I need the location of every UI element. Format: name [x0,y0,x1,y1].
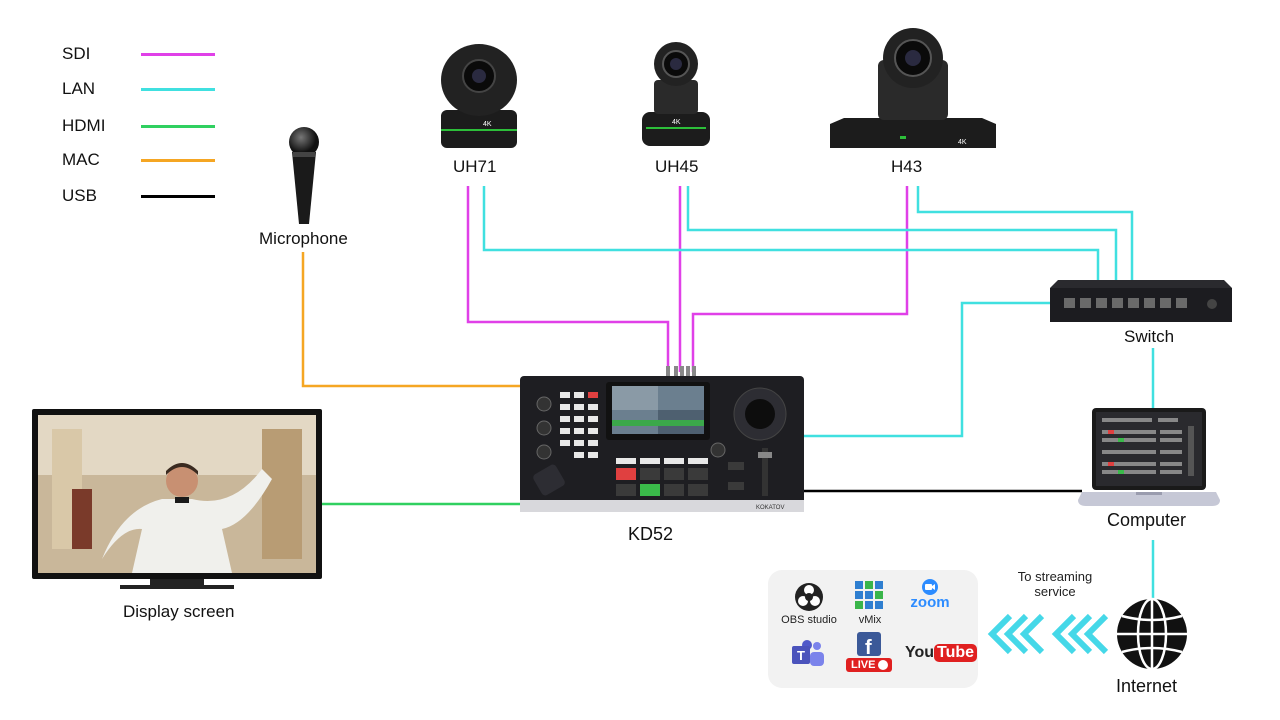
camera-uh45-icon: 4K [642,42,710,146]
streaming-note: To streaming service [1017,569,1093,599]
legend-line-hdmi [141,125,215,128]
legend-label-hdmi: HDMI [62,116,106,135]
legend-label-sdi: SDI [62,44,91,63]
network-switch-icon [1050,280,1232,322]
microphone-label: Microphone [259,229,348,248]
lan-wire-uh71 [482,186,1100,282]
internet-globe-icon [1117,597,1187,671]
svg-text:T: T [797,648,805,663]
camera-uh45-label: UH45 [655,157,699,176]
lan-wire-uh45 [686,186,1118,282]
microphone-icon [289,127,319,224]
camera-h43-label: H43 [891,157,923,176]
display-screen-icon [32,409,322,589]
streaming-arrows-icon [987,613,1109,655]
computer-laptop-icon [1078,408,1220,506]
switch-label: Switch [1124,327,1175,346]
youtube-you-text: You [905,644,935,661]
lan-wire-h43 [916,186,1134,282]
sdi-wire-uh71 [466,186,670,372]
live-play-icon [878,660,888,670]
obs-studio-label: OBS studio [781,614,837,626]
legend-line-usb [141,195,215,198]
legend-line-lan [141,88,215,91]
obs-studio-icon [795,583,823,611]
uh71-4k-badge: 4K [483,121,492,128]
legend-label-mac: MAC [62,150,100,169]
legend-item-sdi: SDI [62,44,90,64]
mac-wire-microphone [301,252,522,388]
lan-wire-kd52 [802,301,1050,438]
computer-label: Computer [1107,510,1187,530]
legend-item-hdmi: HDMI [62,116,105,136]
facebook-icon: f [857,632,881,658]
internet-label: Internet [1116,676,1178,696]
youtube-tube-text: Tube [934,644,978,662]
vmix-label: vMix [858,614,882,626]
legend-item-usb: USB [62,186,97,206]
uh45-4k-badge: 4K [672,119,681,126]
microsoft-teams-icon: T [792,640,824,666]
camera-h43-icon: 4K [830,28,996,148]
camera-uh71-icon: 4K [441,44,517,148]
legend-item-mac: MAC [62,150,100,170]
kd52-label: KD52 [628,524,674,544]
zoom-label: zoom [910,594,950,611]
vmix-icon [855,581,883,609]
facebook-live-text: LIVE [851,659,876,671]
legend-label-usb: USB [62,186,97,205]
h43-4k-badge: 4K [958,139,967,146]
svg-text:f: f [865,637,872,658]
sdi-wire-h43 [691,186,909,372]
legend: SDI LAN HDMI MAC USB [62,44,222,214]
zoom-icon [922,579,938,595]
legend-line-mac [141,159,215,162]
display-screen-label: Display screen [123,602,235,621]
legend-item-lan: LAN [62,79,95,99]
kd52-brand-text: KOKATOV [756,505,784,511]
camera-uh71-label: UH71 [453,157,497,176]
facebook-live-badge: LIVE [846,658,892,672]
legend-line-sdi [141,53,215,56]
kd52-controller-icon: KOKATOV [520,366,804,512]
legend-label-lan: LAN [62,79,96,98]
